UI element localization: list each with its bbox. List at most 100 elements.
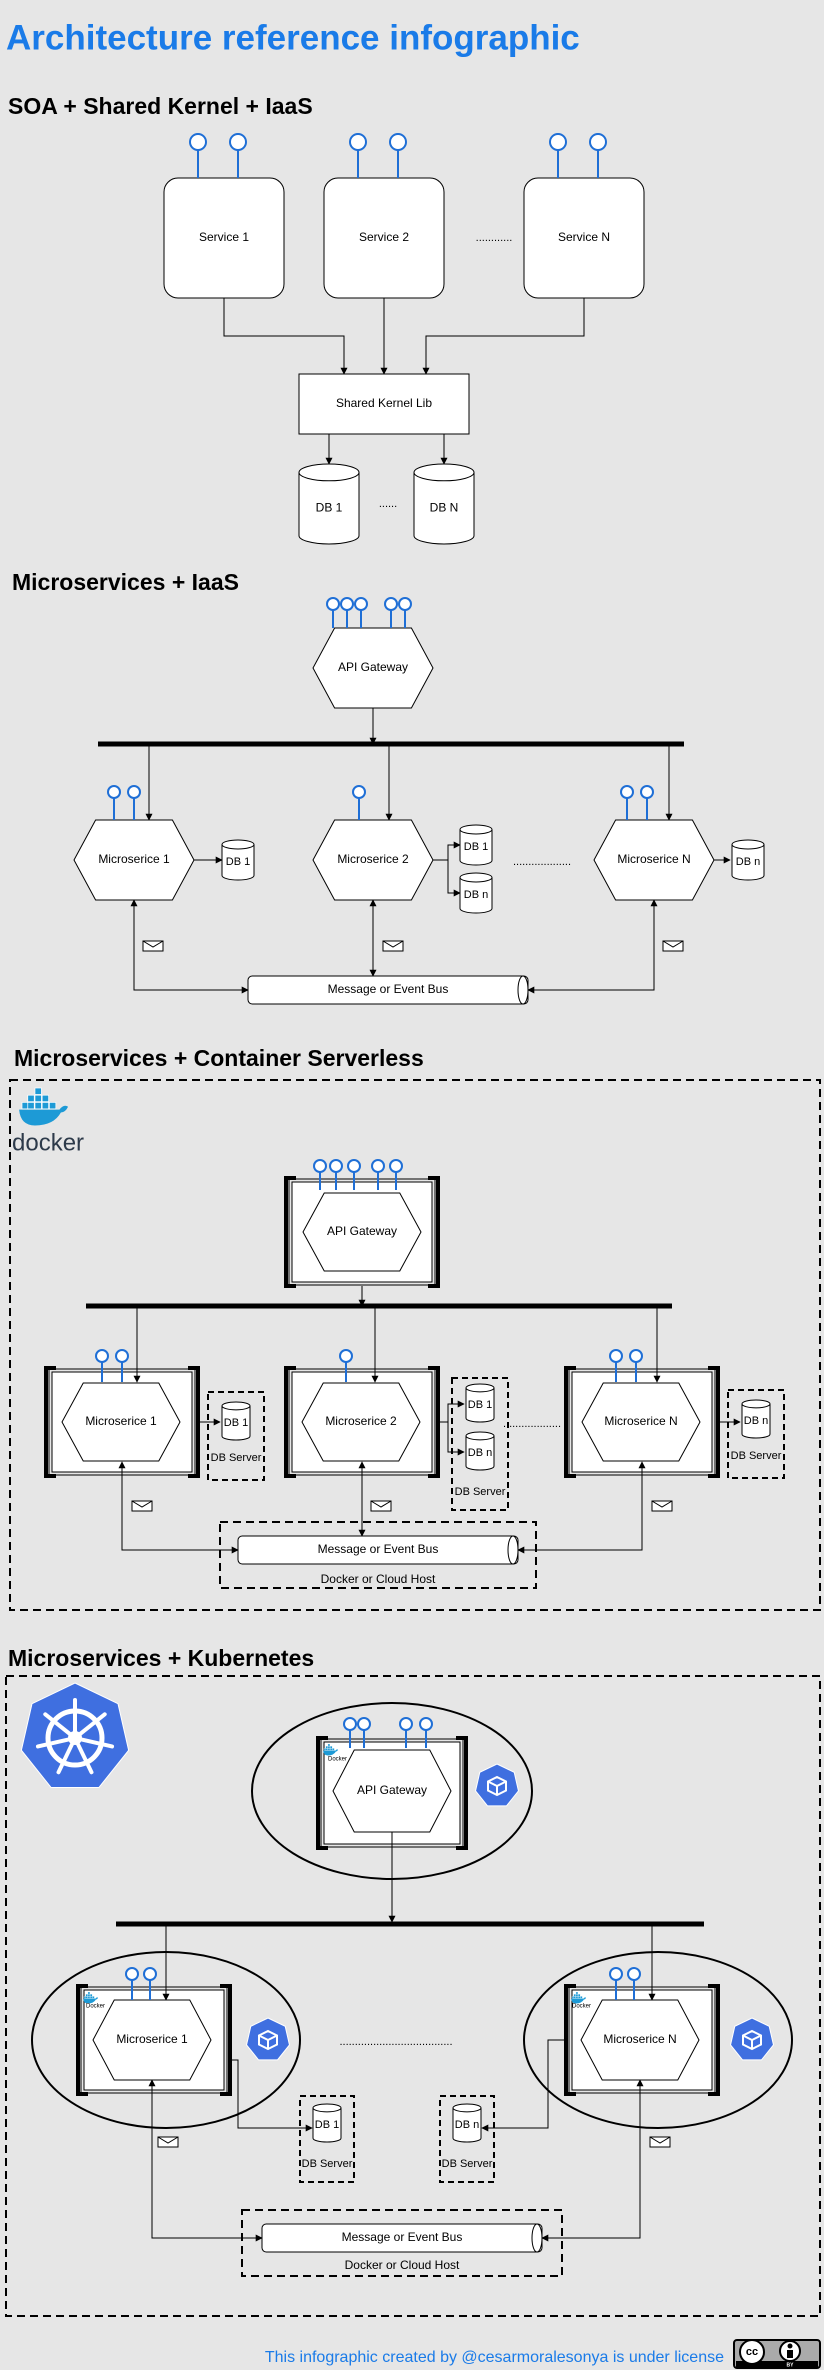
kube-ms1-docker-icon-container-block — [85, 1994, 88, 1997]
kube-gateway-docker-icon-container-block — [327, 1746, 331, 1749]
cs-ms2-port-1 — [339, 1349, 353, 1363]
cs-gateway-container-mid — [288, 1178, 436, 1286]
service-n-to-kernel — [422, 298, 585, 375]
iaas-msn-port-1 — [620, 785, 634, 799]
iaas-gateway-port-2 — [340, 597, 354, 611]
docker-logo-container-block — [41, 1102, 49, 1110]
kube-ms1-docker-icon-container-block — [87, 1996, 91, 1999]
kube-gateway-docker-icon-container-block — [327, 1743, 331, 1747]
iaas-db-n-label: DB n — [736, 856, 760, 868]
kube-gateway-container-bracket-right — [456, 1736, 468, 1850]
cs-microservice-n-label: Microserice N — [604, 1414, 677, 1428]
service-1-to-kernel — [223, 298, 348, 375]
kube-db-1-top — [312, 2103, 342, 2113]
kube-db-1 — [312, 2107, 342, 2143]
kubernetes-helm-icon-spoke — [56, 1742, 74, 1775]
kube-gateway-docker-icon-body — [323, 1749, 339, 1756]
cs-db-2b — [465, 1435, 495, 1471]
cs-microservice-2-container-bracket-left — [284, 1366, 296, 1478]
service-2-port-2 — [389, 133, 407, 151]
cs-db-server-2-label: DB Server — [455, 1486, 506, 1498]
iaas-db-2b-top — [459, 872, 493, 883]
iaas-ms1-port-2 — [127, 785, 141, 799]
iaas-message-bus-end — [517, 975, 529, 1005]
cs-msg-icon-3-flap — [651, 1500, 673, 1508]
kube-msg-icon-1-flap — [157, 2136, 179, 2144]
cs-gateway-port-2 — [329, 1159, 343, 1173]
iaas-gateway-port-3 — [354, 597, 368, 611]
cs-msg-icon-2-flap — [370, 1500, 392, 1508]
shared-kernel-box — [298, 373, 470, 435]
kube-ms1-docker-icon-container-block — [90, 1994, 93, 1997]
cs-gateway — [302, 1192, 422, 1272]
cs-db-2a-label: DB 1 — [468, 1399, 492, 1411]
service-2-label: Service 2 — [359, 230, 409, 244]
cs-message-bus-label: Message or Event Bus — [318, 1542, 439, 1556]
kube-db-n-top — [452, 2103, 482, 2113]
iaas-db-2a — [459, 829, 493, 866]
kube-region — [5, 1675, 821, 2317]
kube-msn-docker-icon-container-block — [575, 1994, 579, 1997]
iaas-db-1-top — [221, 839, 255, 850]
docker-logo-container-block — [34, 1094, 42, 1103]
cs-message-bus-end — [507, 1535, 519, 1565]
iaas-db-n — [731, 844, 765, 881]
kube-ms1-docker-label: Docker — [86, 2004, 105, 2010]
kube-ellipsis: ..................................... — [339, 2036, 452, 2048]
kube-db-server-1-label: DB Server — [302, 2158, 353, 2170]
iaas-msg-icon-2-flap — [382, 940, 404, 948]
iaas-gateway-label: API Gateway — [338, 660, 408, 674]
iaas-ms1-port-1 — [107, 785, 121, 799]
kube-msn-to-bus — [541, 2079, 644, 2242]
iaas-db-2a-label: DB 1 — [464, 841, 488, 853]
kube-msn-container-bracket-right — [708, 1984, 720, 2096]
kube-gateway-port-3 — [399, 1717, 413, 1731]
kubernetes-helm-icon-spoke — [76, 1742, 94, 1775]
cs-db-server-1-label: DB Server — [211, 1452, 262, 1464]
kube-gateway-docker-label: Docker — [328, 1757, 347, 1763]
cs-db-1-top — [221, 1401, 251, 1411]
iaas-msg-icon-1-flap — [142, 940, 164, 948]
iaas-db-2b — [459, 877, 493, 914]
cs-db-1 — [221, 1405, 251, 1441]
kube-msn-docker-icon-body — [571, 1997, 587, 2004]
docker-logo-container-block — [41, 1094, 49, 1103]
container-heading: Microservices + Container Serverless — [14, 1045, 424, 1071]
iaas-gateway-port-4 — [384, 597, 398, 611]
kubernetes-helm-icon-spoke — [78, 1712, 107, 1736]
docker-logo-container-block — [27, 1094, 35, 1103]
cs-ms1-port-1 — [95, 1349, 109, 1363]
kube-ms1-docker-icon — [83, 1991, 99, 2004]
kube-heading: Microservices + Kubernetes — [8, 1645, 314, 1671]
cs-gateway-port-3 — [347, 1159, 361, 1173]
cs-microservice-2 — [301, 1382, 421, 1462]
kube-microservice-1-label: Microserice 1 — [116, 2032, 188, 2046]
kube-gateway-container-bracket-left — [316, 1736, 328, 1850]
cs-gateway-container-bracket-left — [284, 1176, 296, 1288]
docker-logo-container-block — [34, 1102, 42, 1110]
kube-ms1-docker-icon-container-block — [85, 1996, 88, 1999]
container-region — [9, 1079, 821, 1611]
iaas-ms2-port-1 — [352, 785, 366, 799]
cs-db-2a — [465, 1387, 495, 1423]
kube-msn-docker-icon — [571, 1991, 587, 2004]
kube-host-region — [241, 2209, 563, 2277]
iaas-ellipsis: ................... — [513, 856, 571, 868]
cs-gateway-port-4 — [371, 1159, 385, 1173]
cs-ms2-to-db-n — [438, 1421, 465, 1456]
kube-ms1-docker-icon-container-block — [87, 1994, 91, 1997]
cs-db-n-top — [741, 1399, 771, 1409]
cc-icon — [739, 2339, 765, 2365]
kube-msg-icon-2 — [649, 2136, 671, 2148]
docker-logo-container-block — [48, 1102, 57, 1110]
kube-gateway-docker-icon-container-block — [325, 1748, 328, 1751]
kube-msn-docker-icon-container-block — [580, 1996, 583, 1999]
cs-msg-icon-1-flap — [131, 1500, 153, 1508]
kube-msn-port-1 — [609, 1967, 623, 1981]
kubernetes-helm-icon-spoke — [79, 1737, 115, 1749]
footer-credit: This infographic created by @cesarmorale… — [265, 2349, 724, 2366]
iaas-db-1 — [221, 844, 255, 881]
cs-host-region — [219, 1521, 537, 1589]
cs-host-label: Docker or Cloud Host — [321, 1572, 436, 1586]
soa-db-n-label: DB N — [430, 500, 459, 514]
